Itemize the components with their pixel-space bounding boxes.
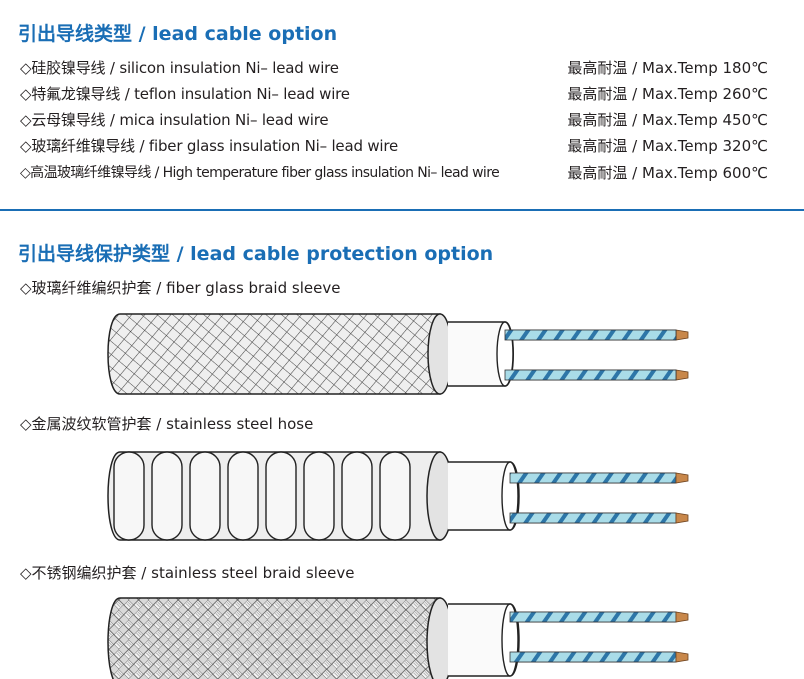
- lead-wire-row: ◇硅胶镍导线 / silicon insulation Ni– lead wir…: [20, 57, 768, 81]
- lead-wire-row: ◇玻璃纤维镍导线 / fiber glass insulation Ni– le…: [20, 135, 768, 159]
- lead-wire-name: ◇高温玻璃纤维镍导线 / High temperature fiber glas…: [20, 165, 500, 181]
- lead-wire: [509, 611, 689, 623]
- lead-wire-name: ◇玻璃纤维镍导线 / fiber glass insulation Ni– le…: [20, 137, 399, 155]
- lead-wire: [509, 472, 689, 484]
- fiber-glass-braid-sleeve-label: ◇玻璃纤维编织护套 / fiber glass braid sleeve: [20, 279, 341, 297]
- lead-wire: [509, 512, 689, 524]
- lead-wire-name: ◇特氟龙镍导线 / teflon insulation Ni– lead wir…: [20, 85, 350, 103]
- lead-wire-row: ◇高温玻璃纤维镍导线 / High temperature fiber glas…: [20, 162, 768, 186]
- stainless-steel-braid-sleeve-label: ◇不锈钢编织护套 / stainless steel braid sleeve: [20, 564, 355, 582]
- lead-wire-name: ◇硅胶镍导线 / silicon insulation Ni– lead wir…: [20, 59, 339, 77]
- lead-wire-max-temp: 最高耐温 / Max.Temp 450℃: [567, 111, 768, 129]
- stainless-steel-hose-illustration: [107, 451, 689, 541]
- braid-sleeve-body: [107, 313, 441, 395]
- lead-wire-max-temp: 最高耐温 / Max.Temp 600℃: [567, 164, 768, 182]
- lead-wire-row: ◇特氟龙镍导线 / teflon insulation Ni– lead wir…: [20, 83, 768, 107]
- stainless-steel-braid-sleeve-illustration: [107, 597, 689, 679]
- lead-wire-max-temp: 最高耐温 / Max.Temp 180℃: [567, 59, 768, 77]
- lead-wire-row: ◇云母镍导线 / mica insulation Ni– lead wire 最…: [20, 109, 768, 133]
- fiber-glass-braid-sleeve-illustration: [107, 313, 689, 395]
- lead-wire: [509, 651, 689, 663]
- corrugated-hose-body: [107, 451, 454, 541]
- lead-wire-name: ◇云母镍导线 / mica insulation Ni– lead wire: [20, 111, 329, 129]
- section-title-lead-cable-option: 引出导线类型 / lead cable option: [18, 23, 338, 45]
- lead-wire-max-temp: 最高耐温 / Max.Temp 320℃: [567, 137, 768, 155]
- section-title-lead-cable-protection: 引出导线保护类型 / lead cable protection option: [18, 243, 494, 265]
- section-divider: [0, 209, 804, 211]
- lead-wire-max-temp: 最高耐温 / Max.Temp 260℃: [567, 85, 768, 103]
- stainless-steel-hose-label: ◇金属波纹软管护套 / stainless steel hose: [20, 415, 314, 433]
- steel-braid-sleeve-body: [107, 597, 441, 679]
